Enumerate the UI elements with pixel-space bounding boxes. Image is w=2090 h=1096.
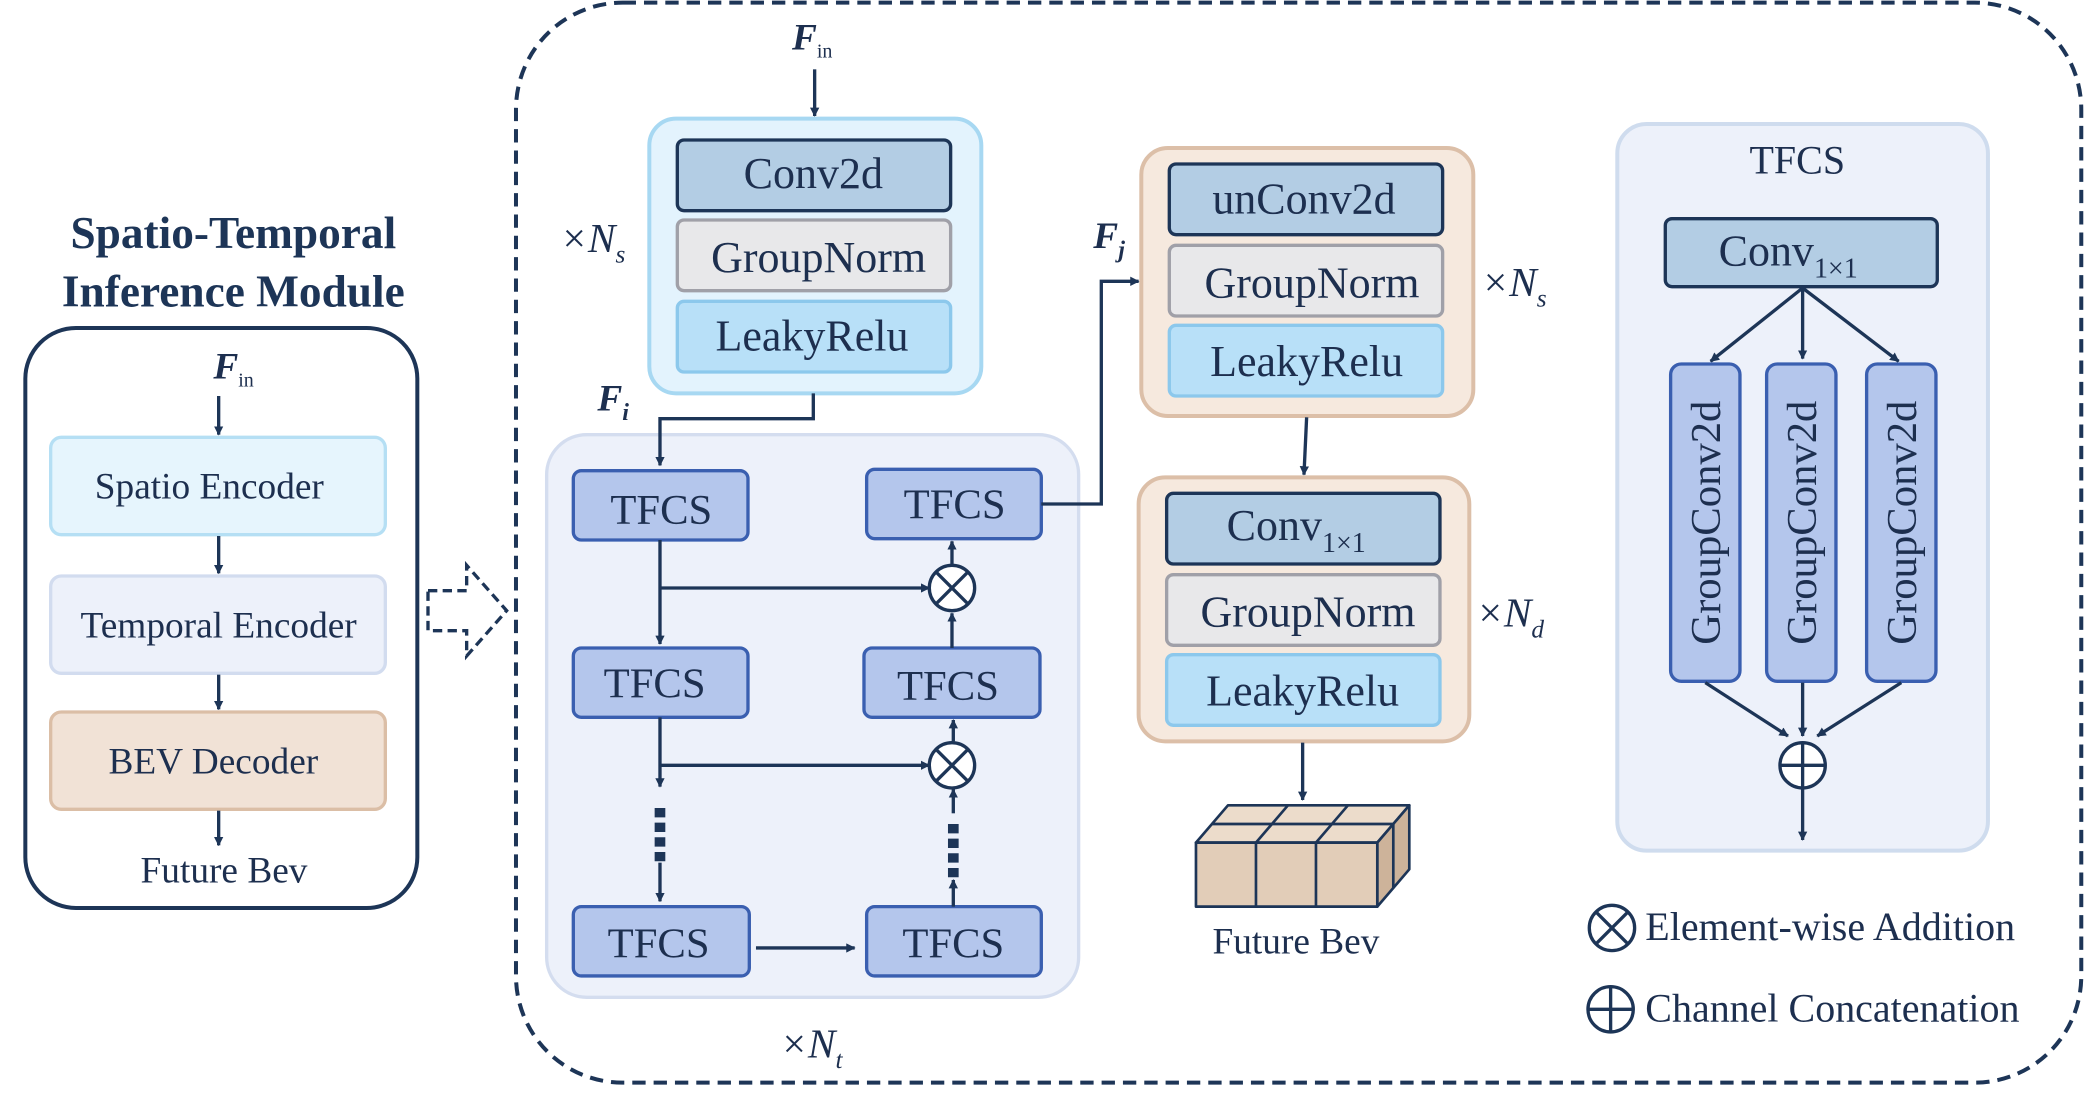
head-stack: Conv1×1 GroupNorm LeakyRelu [1136,475,1472,744]
oplus-icon [1586,984,1635,1034]
encoder-leakyrelu-box [675,299,953,374]
encoder-groupnorm-box [675,218,953,293]
otimes-icon [1587,903,1637,953]
decoder-unconv2d-box [1167,162,1445,237]
tfcs-panel: TFCS Conv1×1 GroupConv2d GroupConv2d Gro… [1615,121,1990,853]
groupconv-label: GroupConv2d [1683,401,1730,645]
overview-input-label: Fin [212,347,253,392]
tfcs-label: TFCS [897,663,999,710]
encoder-conv2d-box [675,138,953,213]
branch-arrow [1709,286,1804,363]
groupconv-box [1764,362,1838,683]
tfcs-conv-box [1663,216,1939,289]
tfcs-label: TFCS [904,482,1006,529]
head-leakyrelu-box [1164,652,1442,727]
encoder-conv2d-label: Conv2d [744,149,883,198]
fi-label: Fi [596,379,629,426]
groupconv-box [1668,362,1742,683]
fi-connector [655,393,815,467]
decoder-stack: unConv2d GroupNorm LeakyRelu [1139,145,1476,418]
fj-label: Fj [1092,216,1125,263]
element-wise-add-node [927,740,977,790]
decoder-repeat-label: ×Ns [1481,259,1546,313]
bev-decoder-label: BEV Decoder [108,741,318,782]
temporal-repeat-label: ×Nt [780,1020,843,1074]
spatio-encoder-box [48,435,387,537]
detail-frame [513,0,2084,1085]
groupconv-label: GroupConv2d [1779,401,1826,645]
branch-arrow [1801,286,1900,363]
head-groupnorm-box [1164,572,1442,647]
decoder-to-head-arrow [1299,417,1310,476]
fj-connector [1041,276,1140,506]
groupconv-box [1864,362,1938,683]
merge-arrow [1816,681,1903,738]
temporal-encoder-box [48,574,387,675]
head-leakyrelu-label: LeakyRelu [1206,666,1399,715]
tfcs-block [864,467,1043,541]
overview-title-line1: Spatio-Temporal [70,208,396,258]
tfcs-block [571,904,751,978]
decoder-unconv2d-label: unConv2d [1212,174,1395,223]
decoder-leakyrelu-label: LeakyRelu [1210,337,1403,386]
legend-oplus-label: Channel Concatenation [1645,985,2019,1030]
decoder-groupnorm-label: GroupNorm [1204,258,1419,307]
tfcs-conv-label: Conv1×1 [1719,226,1858,284]
overview-title-line2: Inference Module [62,267,405,317]
head-conv-box [1164,491,1442,566]
element-wise-add-node [927,563,977,613]
bev-decoder-box [48,710,387,811]
channel-concat-node [1778,740,1827,790]
overview-output-label: Future Bev [141,851,308,892]
tfcs-panel-title: TFCS [1749,137,1845,182]
encoder-stack: Conv2d GroupNorm LeakyRelu [647,116,984,396]
head-conv-label: Conv1×1 [1227,501,1366,559]
detail-output-label: Future Bev [1213,921,1380,962]
merge-arrow [1704,681,1789,738]
temporal-encoder-label: Temporal Encoder [81,605,358,646]
legend-otimes-label: Element-wise Addition [1645,904,2015,949]
head-repeat-label: ×Nd [1476,590,1544,644]
temporal-connections [654,539,959,953]
tfcs-grid: TFCS TFCS TFCS TFCS TFCS TFCS [571,467,1043,978]
legend: Element-wise Addition Channel Concatenat… [1586,903,2019,1034]
expand-arrow [426,560,509,661]
future-bev-cube [1194,803,1411,908]
tfcs-label: TFCS [608,920,710,967]
head-groupnorm-label: GroupNorm [1200,588,1415,637]
detail-input-label: Fin [791,17,832,62]
tfcs-label: TFCS [610,487,712,534]
spatio-encoder-label: Spatio Encoder [95,467,325,508]
tfcs-block [862,646,1042,719]
overview-module: Spatio-Temporal Inference Module Fin Spa… [23,208,420,910]
decoder-groupnorm-box [1167,243,1445,318]
encoder-groupnorm-label: GroupNorm [711,233,926,282]
tfcs-label: TFCS [604,660,706,707]
groupconv-label: GroupConv2d [1879,401,1926,645]
encoder-repeat-label: ×Ns [560,215,625,269]
tfcs-label: TFCS [902,920,1004,967]
decoder-leakyrelu-box [1167,323,1445,398]
encoder-leakyrelu-label: LeakyRelu [715,312,908,361]
